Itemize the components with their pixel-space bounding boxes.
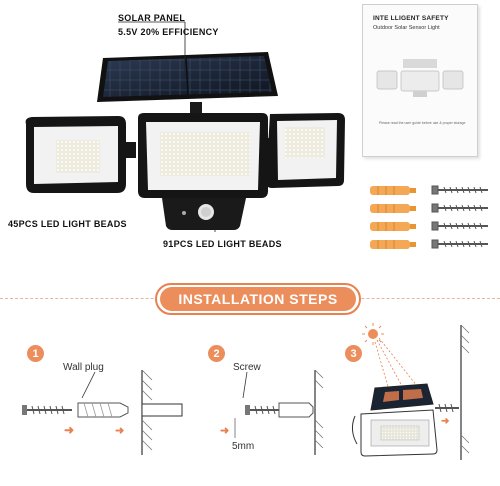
- efficiency-label: 5.5V 20% EFFICIENCY: [118, 27, 219, 37]
- side-beads-label: 45PCS LED LIGHT BEADS: [8, 219, 127, 229]
- step-3-diagram: ➜: [351, 323, 470, 460]
- instruction-booklet: INTE LLIGENT SAFETY Outdoor Solar Sensor…: [362, 4, 478, 157]
- booklet-footnote: Please read the user guide before use & …: [379, 121, 466, 125]
- svg-text:➜: ➜: [64, 423, 74, 437]
- center-light-head: [138, 113, 268, 230]
- step-2-diagram: ➜: [220, 370, 324, 455]
- accessories: [370, 185, 488, 249]
- svg-text:➜: ➜: [220, 425, 229, 437]
- sun-icon: [362, 323, 384, 345]
- left-light-head: [25, 116, 136, 193]
- step-1-diagram: ➜ ➜: [22, 370, 183, 455]
- booklet-title: INTE LLIGENT SAFETY: [373, 15, 449, 22]
- solar-panel-label: SOLAR PANEL: [118, 13, 186, 23]
- installation-title-badge: INSTALLATION STEPS: [155, 283, 361, 315]
- wall-plug-icons: [370, 186, 416, 249]
- svg-text:➜: ➜: [441, 416, 449, 427]
- svg-text:➜: ➜: [115, 425, 124, 437]
- step-2-measure: 5mm: [232, 441, 255, 452]
- product-illustration: [25, 21, 345, 232]
- booklet-product-image: [376, 59, 464, 97]
- booklet-subtitle: Outdoor Solar Sensor Light: [373, 25, 440, 31]
- installation-title: INSTALLATION STEPS: [160, 287, 356, 311]
- step-3-number: 3: [345, 345, 362, 362]
- step-2-number: 2: [208, 345, 225, 362]
- step-1-number: 1: [27, 345, 44, 362]
- right-light-head: [256, 113, 345, 188]
- step-1-label: Wall plug: [63, 362, 104, 373]
- step-2-label: Screw: [233, 362, 261, 373]
- center-beads-label: 91PCS LED LIGHT BEADS: [163, 239, 282, 249]
- screw-icons: [431, 185, 488, 249]
